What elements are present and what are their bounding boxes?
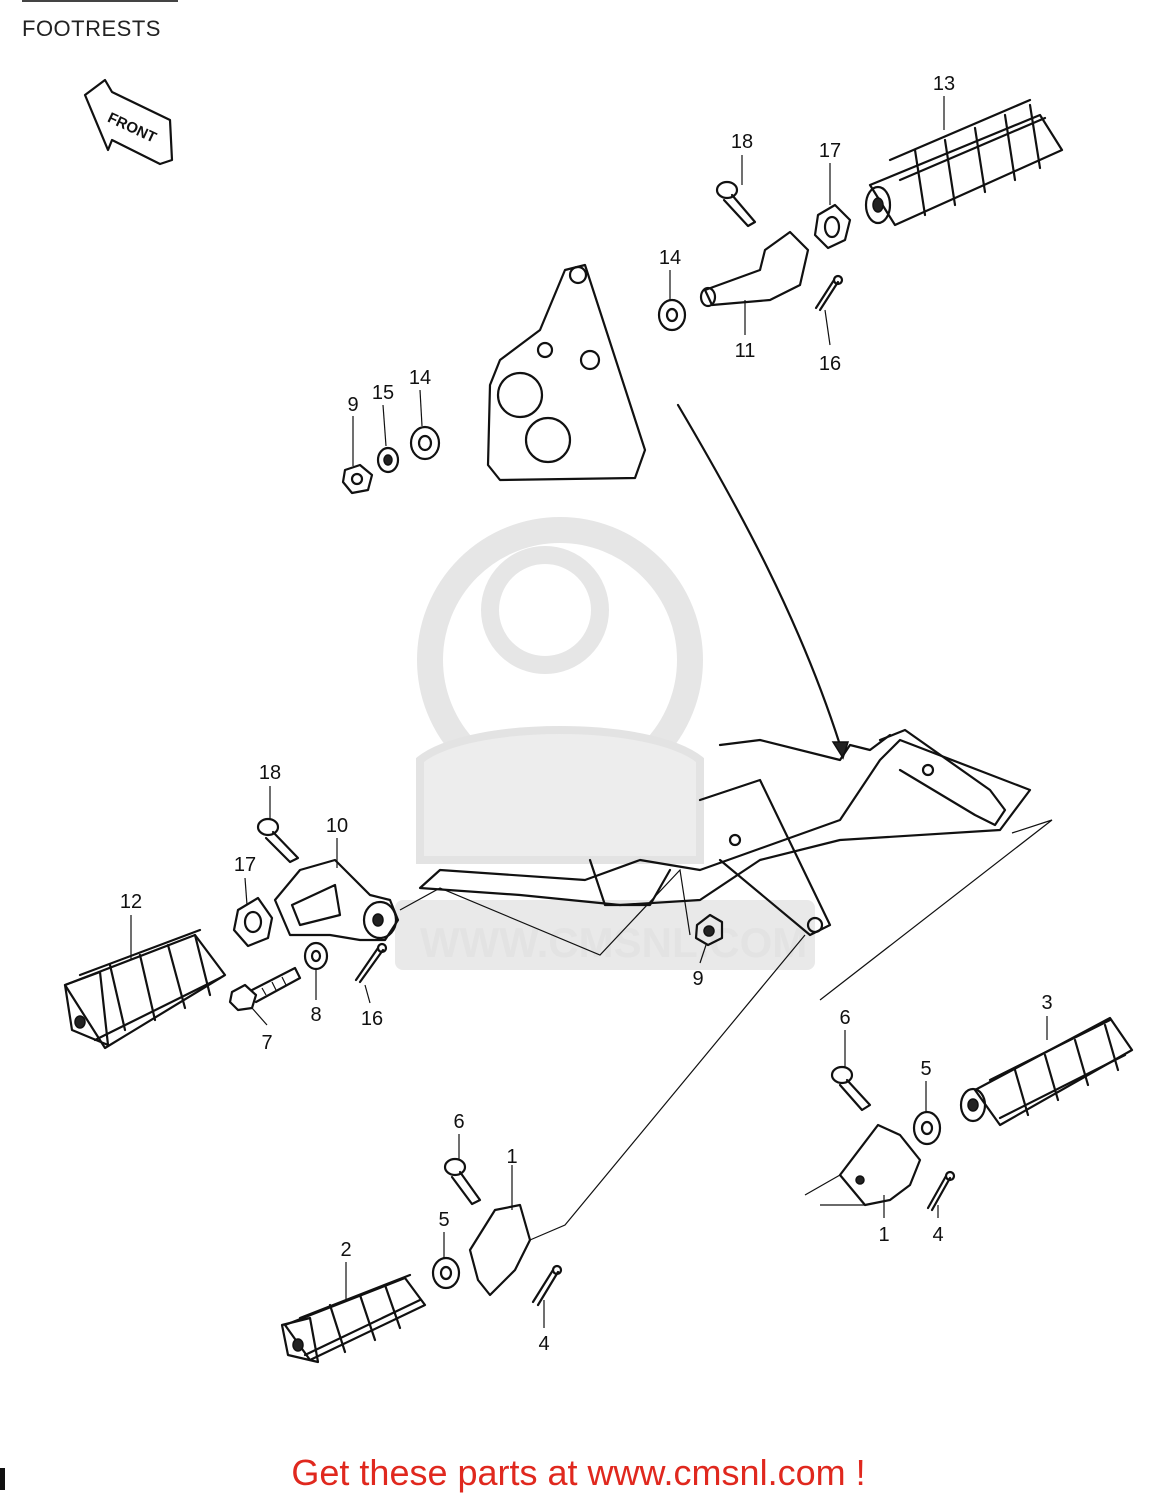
callout-4-left: 4	[538, 1333, 549, 1355]
bolt-6-right	[830, 1065, 872, 1112]
bracket-1-left	[468, 934, 806, 1297]
callout-18-upper: 18	[731, 131, 753, 153]
washer-14-upper	[409, 425, 441, 461]
cotter-pin-4-right	[926, 1170, 956, 1212]
callout-14-right: 14	[659, 247, 681, 269]
footrest-rubber-12	[63, 928, 227, 1050]
callout-15: 15	[372, 382, 394, 404]
page-title: FOOTRESTS	[22, 16, 161, 41]
callout-5-left: 5	[438, 1209, 449, 1231]
callout-1-right: 1	[878, 1224, 889, 1246]
callout-17-left: 17	[234, 854, 256, 876]
callout-9-lower: 9	[692, 968, 703, 990]
bracket-1-right	[804, 1123, 922, 1207]
callout-17-upper: 17	[819, 140, 841, 162]
washer-17-left	[232, 896, 274, 948]
washer-8	[303, 941, 329, 971]
bolt-7	[228, 966, 302, 1012]
bolt-18-left	[256, 817, 300, 864]
header-rule	[22, 0, 178, 2]
callout-7: 7	[261, 1032, 272, 1054]
footrest-rubber-3	[959, 1016, 1134, 1127]
nut-9-lower	[694, 913, 724, 947]
left-edge-mark	[0, 1468, 5, 1490]
callout-8: 8	[310, 1004, 321, 1026]
callout-1-left: 1	[506, 1146, 517, 1168]
callout-6-right: 6	[839, 1007, 850, 1029]
callout-2: 2	[340, 1239, 351, 1261]
cotter-pin-16-left	[354, 942, 388, 984]
watermark-text: WWW.CMSNL.COM	[420, 919, 807, 966]
footrest-rubber-13	[864, 98, 1064, 227]
front-arrow-icon: FRONT	[83, 78, 174, 166]
callout-14-upper: 14	[409, 367, 431, 389]
callout-16-upper: 16	[819, 353, 841, 375]
callout-13: 13	[933, 73, 955, 95]
cmsnl-watermark: WWW.CMSNL.COM	[395, 517, 815, 970]
callout-11: 11	[735, 340, 756, 362]
callout-leaders	[130, 96, 1048, 1328]
nut-9-upper	[341, 463, 374, 495]
rear-footrest-bracket-plate	[486, 263, 647, 482]
washer-5-right	[912, 1110, 942, 1146]
callout-3: 3	[1041, 992, 1052, 1014]
callout-numbers: 13 18 17 14 11 16 9 15 14 18 10 17 12 7 …	[120, 73, 1053, 1355]
footer-link[interactable]: Get these parts at www.cmsnl.com !	[291, 1452, 866, 1493]
bolt-18-upper	[715, 180, 757, 228]
callout-12: 12	[120, 891, 142, 913]
washer-5-left	[431, 1256, 461, 1290]
callout-4-right: 4	[932, 1224, 943, 1246]
cotter-pin-4-left	[531, 1264, 563, 1307]
leader-left	[399, 868, 691, 956]
callout-5-right: 5	[920, 1058, 931, 1080]
callout-10: 10	[326, 815, 348, 837]
callout-16-left: 16	[361, 1008, 383, 1030]
footrest-holder-11	[699, 230, 810, 308]
callout-6-left: 6	[453, 1111, 464, 1133]
callout-9-upper: 9	[347, 394, 358, 416]
frame-section	[418, 728, 1053, 1001]
washer-14-right	[657, 298, 687, 332]
bolt-6-left	[443, 1157, 482, 1206]
footrest-rubber-2	[280, 1273, 427, 1364]
callout-18-left: 18	[259, 762, 281, 784]
lockwasher-15	[376, 446, 400, 474]
footrest-holder-10	[273, 858, 400, 942]
washer-17-upper	[813, 203, 852, 250]
assembly-arrow	[676, 403, 850, 760]
cotter-pin-16-upper	[814, 274, 844, 312]
